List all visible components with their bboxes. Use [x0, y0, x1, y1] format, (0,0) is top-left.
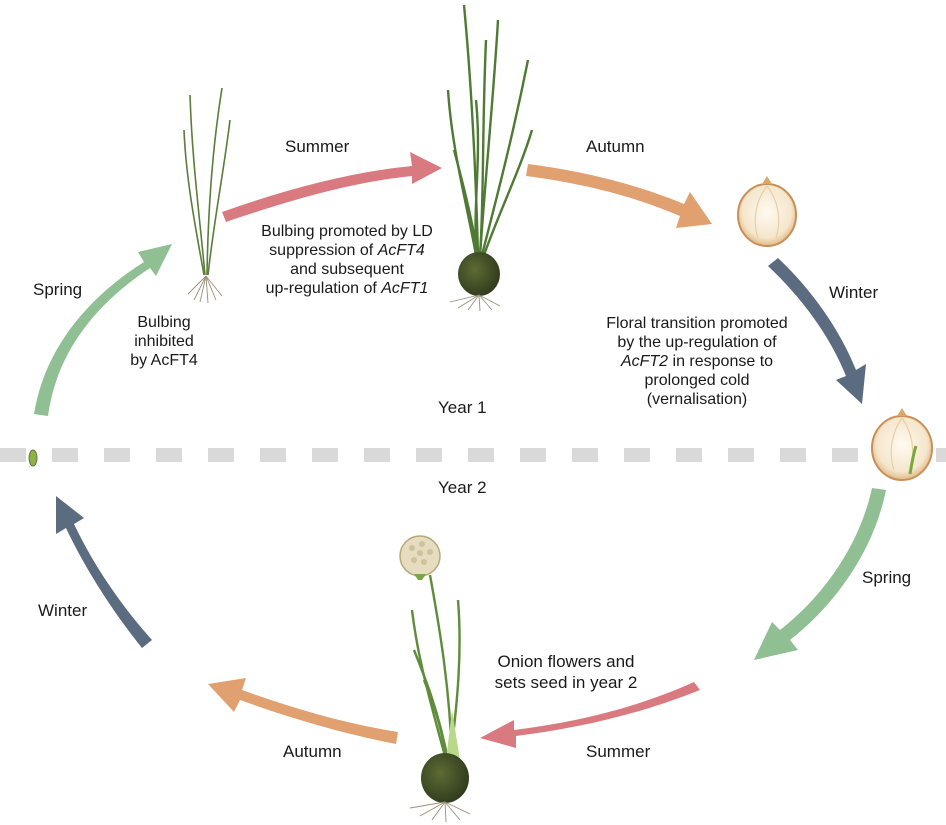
season-label-spring-year2: Spring	[862, 568, 912, 587]
season-label-winter-year1: Winter	[829, 283, 879, 302]
season-label-autumn-year1: Autumn	[586, 137, 645, 156]
summer-arrow-year1	[222, 152, 442, 222]
season-label-autumn-year2: Autumn	[283, 742, 342, 761]
winter-arrow-year1	[768, 258, 866, 404]
season-label-summer-year2: Summer	[586, 742, 651, 761]
note-line: AcFT2 in response to	[576, 352, 818, 371]
note-line: and subsequent	[290, 261, 404, 278]
note-line: up-regulation of AcFT1	[236, 279, 458, 298]
note-line: Floral transition promoted	[606, 315, 788, 332]
note-line: by AcFT4	[130, 352, 198, 369]
cut-onion-illustration	[737, 176, 797, 247]
note-line: by the up-regulation of	[617, 334, 777, 351]
season-label-winter-year2: Winter	[38, 601, 88, 620]
note-line: prolonged cold	[644, 372, 750, 389]
year-2-label: Year 2	[438, 478, 487, 497]
bulbing-onion-illustration	[446, 4, 534, 312]
note-line: Bulbing	[137, 314, 191, 331]
gene-name: AcFT2	[620, 353, 669, 370]
autumn-arrow-year2	[208, 678, 398, 744]
note-onion-flowers: Onion flowers and sets seed in year 2	[478, 651, 654, 693]
year-1-label: Year 1	[438, 398, 487, 417]
spring-arrow-year1	[34, 244, 172, 416]
spring-arrow-year2	[754, 488, 886, 660]
gene-name: AcFT4	[377, 242, 425, 259]
note-text: up-regulation of	[265, 280, 382, 297]
note-line: sets seed in year 2	[494, 673, 638, 692]
note-line: (vernalisation)	[646, 391, 748, 408]
onion-seed-illustration	[28, 449, 38, 467]
note-text: suppression of	[269, 242, 378, 259]
season-label-summer-year1: Summer	[285, 137, 350, 156]
season-label-spring-year1: Spring	[33, 280, 83, 299]
note-line: Onion flowers and	[497, 652, 635, 671]
vernalised-onion-illustration	[871, 408, 933, 481]
onion-seedling-illustration	[183, 87, 231, 304]
note-bulbing-promoted: Bulbing promoted by LD suppression of Ac…	[236, 222, 458, 298]
summer-arrow-year2	[480, 682, 700, 748]
gene-name: AcFT1	[381, 280, 429, 297]
note-floral-transition: Floral transition promoted by the up-reg…	[576, 314, 818, 409]
note-line: Bulbing promoted by LD	[261, 223, 433, 240]
note-line: suppression of AcFT4	[236, 241, 458, 260]
note-text: in response to	[668, 353, 774, 370]
autumn-arrow-year1	[526, 164, 712, 228]
winter-arrow-year2	[56, 496, 152, 648]
flowering-onion-illustration	[399, 535, 471, 823]
note-line: inhibited	[134, 333, 194, 350]
note-bulbing-inhibited: Bulbing inhibited by AcFT4	[104, 313, 224, 370]
